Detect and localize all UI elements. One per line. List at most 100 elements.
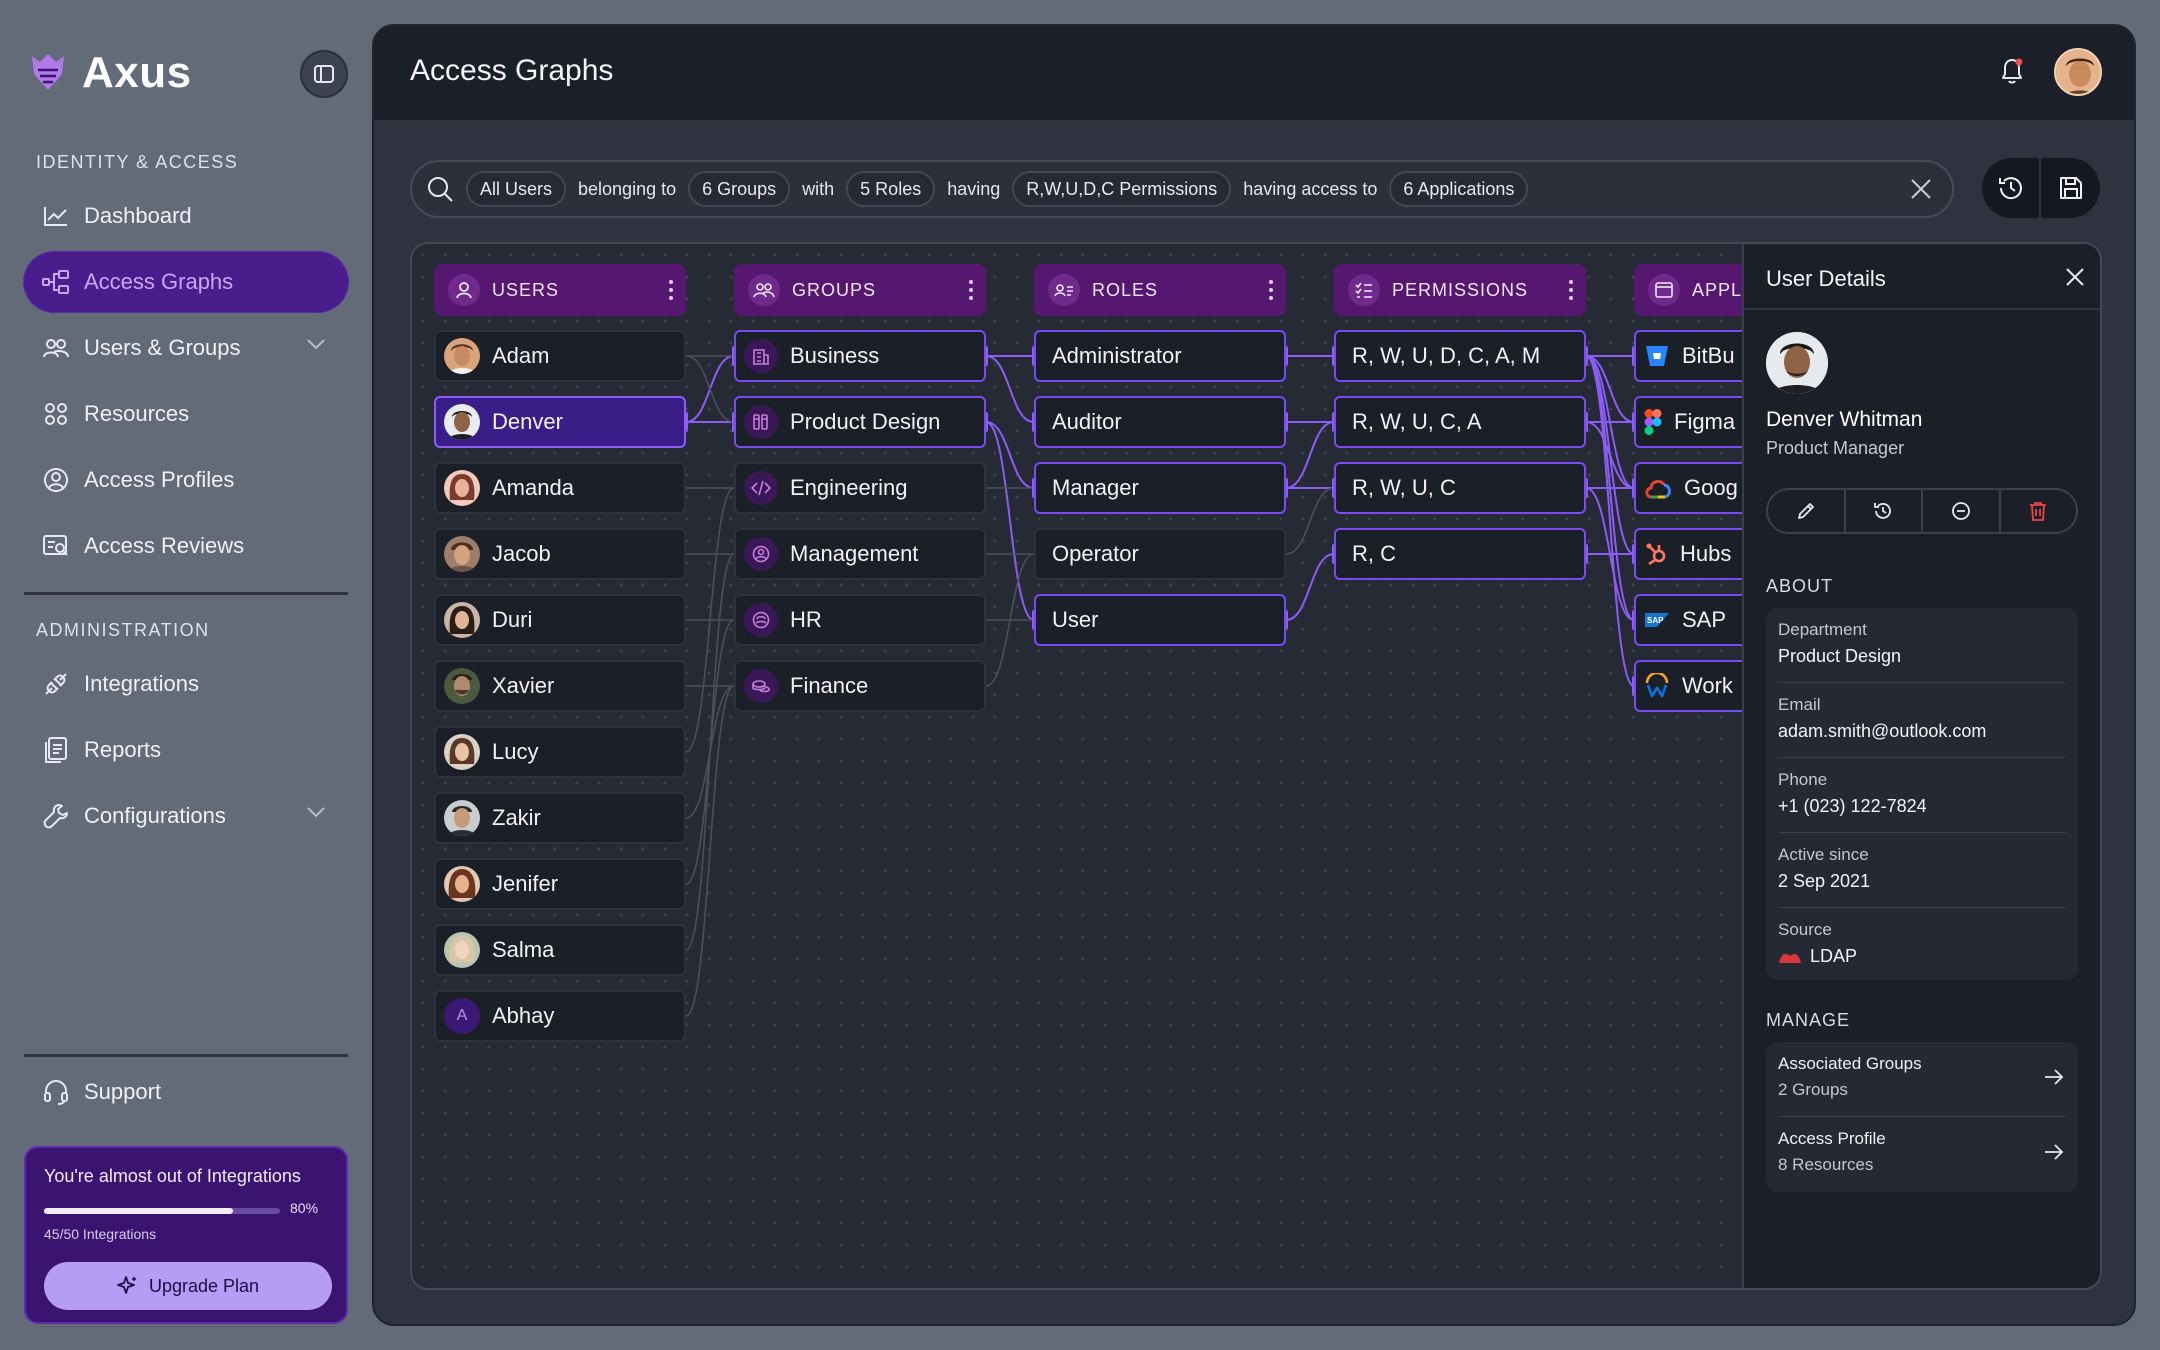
user-history-button[interactable] xyxy=(1846,490,1923,532)
more-options-icon[interactable] xyxy=(1568,279,1574,301)
save-button[interactable] xyxy=(2041,158,2100,218)
group-name: Management xyxy=(790,541,919,566)
section-title-identity: IDENTITY & ACCESS xyxy=(36,152,239,172)
app-name: SAP xyxy=(1682,607,1727,632)
user-avatar[interactable] xyxy=(2054,48,2102,96)
nav-item-configurations[interactable]: Configurations xyxy=(24,786,348,846)
groups-filter-chip[interactable]: 6 Groups xyxy=(688,171,791,207)
group-node-management[interactable]: Management xyxy=(734,528,986,580)
history-button[interactable] xyxy=(1982,158,2041,218)
user-details-panel: User Details Denver Whitman Product Mana… xyxy=(1742,244,2100,1288)
field-value: +1 (023) 122-7824 xyxy=(1778,796,1927,816)
disable-user-button[interactable] xyxy=(1923,490,2001,532)
user-node-denver[interactable]: Denver xyxy=(434,396,686,448)
applications-filter-chip[interactable]: 6 Applications xyxy=(1389,171,1529,207)
user-node-lucy[interactable]: Lucy xyxy=(434,726,686,778)
roles-filter-chip[interactable]: 5 Roles xyxy=(846,171,936,207)
role-node-manager[interactable]: Manager xyxy=(1034,462,1286,514)
group-name: Finance xyxy=(790,673,869,698)
more-options-icon[interactable] xyxy=(668,279,674,301)
user-node-adam[interactable]: Adam xyxy=(434,330,686,382)
integration-progress-fill xyxy=(44,1208,233,1214)
close-panel-icon[interactable] xyxy=(2064,266,2086,288)
upgrade-card: You're almost out of Integrations 80% 45… xyxy=(24,1146,348,1324)
edit-user-button[interactable] xyxy=(1768,490,1846,532)
role-node-operator[interactable]: Operator xyxy=(1034,528,1286,580)
role-node-user[interactable]: User xyxy=(1034,594,1286,646)
field-label: Active since xyxy=(1778,845,1869,864)
nav-label: Users & Groups xyxy=(84,335,241,360)
user-node-salma[interactable]: Salma xyxy=(434,924,686,976)
column-title: APPLI xyxy=(1692,279,1749,300)
role-name: User xyxy=(1052,607,1099,632)
group-node-hr[interactable]: HR xyxy=(734,594,986,646)
user-node-amanda[interactable]: Amanda xyxy=(434,462,686,514)
upgrade-plan-button[interactable]: Upgrade Plan xyxy=(44,1262,332,1310)
group-node-engineering[interactable]: Engineering xyxy=(734,462,986,514)
user-full-name: Denver Whitman xyxy=(1766,408,1923,431)
users-filter-chip[interactable]: All Users xyxy=(466,171,567,207)
group-node-finance[interactable]: Finance xyxy=(734,660,986,712)
nav-item-resources[interactable]: Resources xyxy=(24,384,348,444)
user-name: Denver xyxy=(492,409,563,434)
nav-item-access-reviews[interactable]: Access Reviews xyxy=(24,516,348,576)
field-value: LDAP xyxy=(1778,946,2066,967)
chevron-down-icon xyxy=(306,806,326,818)
user-node-jenifer[interactable]: Jenifer xyxy=(434,858,686,910)
headset-icon xyxy=(42,1078,70,1106)
user-name: Zakir xyxy=(492,805,541,830)
graph-edge xyxy=(685,355,735,423)
delete-user-button[interactable] xyxy=(2001,490,2077,532)
id-card-icon xyxy=(1048,274,1080,306)
more-options-icon[interactable] xyxy=(968,279,974,301)
page-header: Access Graphs xyxy=(374,26,2134,120)
field-value: adam.smith@outlook.com xyxy=(1778,721,1987,741)
google-cloud-icon xyxy=(1644,477,1672,499)
user-node-zakir[interactable]: Zakir xyxy=(434,792,686,844)
app-name: BitBu xyxy=(1682,343,1735,368)
permission-node-rwuc[interactable]: R, W, U, C xyxy=(1334,462,1586,514)
nav-item-access-profiles[interactable]: Access Profiles xyxy=(24,450,348,510)
nav-item-dashboard[interactable]: Dashboard xyxy=(24,186,348,246)
avatar xyxy=(444,932,480,968)
field-value: Product Design xyxy=(1778,646,1902,666)
nav-item-access-graphs[interactable]: Access Graphs xyxy=(24,252,348,312)
about-row-email: Email adam.smith@outlook.com xyxy=(1778,683,2066,758)
review-icon xyxy=(42,532,70,560)
group-node-business[interactable]: Business xyxy=(734,330,986,382)
role-node-auditor[interactable]: Auditor xyxy=(1034,396,1286,448)
permission-node-rc[interactable]: R, C xyxy=(1334,528,1586,580)
permission-node-rwudcam[interactable]: R, W, U, D, C, A, M xyxy=(1334,330,1586,382)
sidebar-collapse-button[interactable] xyxy=(300,50,348,98)
nav-item-integrations[interactable]: Integrations xyxy=(24,654,348,714)
integration-percent: 80% xyxy=(290,1200,319,1216)
column-title: ROLES xyxy=(1092,279,1159,300)
nav-label: Access Profiles xyxy=(84,467,235,492)
nav-item-support[interactable]: Support xyxy=(24,1062,348,1122)
group-name: HR xyxy=(790,607,822,632)
group-node-product-design[interactable]: Product Design xyxy=(734,396,986,448)
clear-query-icon[interactable] xyxy=(1910,178,1932,200)
field-label: Email xyxy=(1778,695,1821,714)
permission-node-rwuca[interactable]: R, W, U, C, A xyxy=(1334,396,1586,448)
role-name: Administrator xyxy=(1052,343,1182,368)
user-node-jacob[interactable]: Jacob xyxy=(434,528,686,580)
access-graph-canvas[interactable]: USERS GROUPS ROLES PERMISSIONS APPLI Ada… xyxy=(410,242,2102,1290)
nav-item-users-groups[interactable]: Users & Groups xyxy=(24,318,348,378)
user-node-duri[interactable]: Duri xyxy=(434,594,686,646)
graph-query-bar[interactable]: All Users belonging to 6 Groups with 5 R… xyxy=(410,160,1954,218)
role-node-administrator[interactable]: Administrator xyxy=(1034,330,1286,382)
graph-edge xyxy=(985,421,1035,489)
nav-label: Support xyxy=(84,1079,162,1104)
nav-item-reports[interactable]: Reports xyxy=(24,720,348,780)
more-options-icon[interactable] xyxy=(1268,279,1274,301)
user-node-xavier[interactable]: Xavier xyxy=(434,660,686,712)
arrow-right-icon xyxy=(2044,1143,2064,1161)
notifications-button[interactable] xyxy=(1998,56,2026,86)
avatar xyxy=(444,536,480,572)
permissions-filter-chip[interactable]: R,W,U,D,C Permissions xyxy=(1012,171,1232,207)
